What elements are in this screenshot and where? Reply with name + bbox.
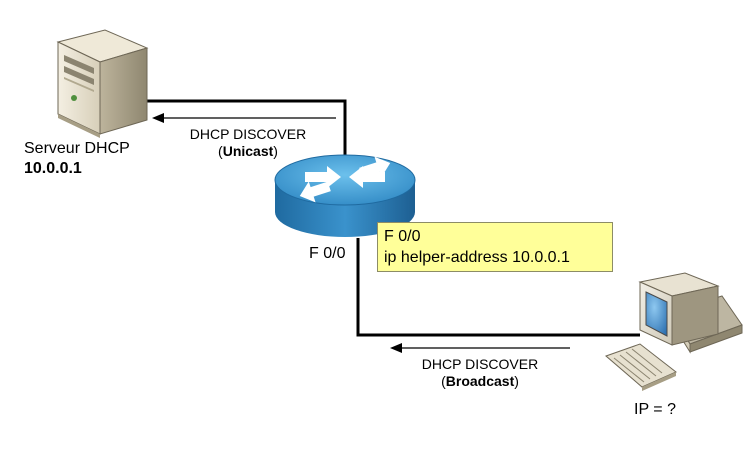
unicast-message-title: DHCP DISCOVER: [189, 126, 307, 142]
config-note-interface: F 0/0: [384, 228, 421, 245]
unicast-message-mode: (Unicast): [218, 143, 278, 159]
router-interface-label: F 0/0: [309, 245, 346, 262]
link-server-router: [147, 99, 347, 172]
client-label: IP = ?: [634, 401, 676, 418]
config-note: F 0/0 ip helper-address 10.0.0.1: [377, 222, 613, 272]
client-pc-icon: [605, 272, 743, 391]
broadcast-arrow: [390, 343, 570, 353]
link-router-client: [356, 238, 640, 337]
server-icon: [56, 29, 149, 138]
broadcast-message-title: DHCP DISCOVER: [421, 356, 539, 372]
server-label: Serveur DHCP: [24, 140, 130, 157]
config-note-command: ip helper-address 10.0.0.1: [384, 249, 570, 266]
unicast-arrow: [152, 113, 336, 123]
server-address: 10.0.0.1: [24, 160, 82, 177]
broadcast-message-mode: (Broadcast): [441, 373, 519, 389]
